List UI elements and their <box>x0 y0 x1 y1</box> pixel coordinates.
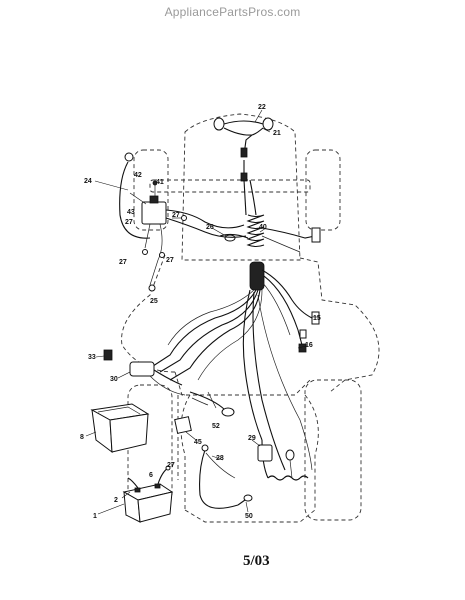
callout-16: 16 <box>305 342 313 349</box>
starter-cables <box>199 444 253 509</box>
ignition-switch-group <box>119 152 247 292</box>
callout-40: 40 <box>259 224 267 231</box>
callout-50: 50 <box>245 513 253 520</box>
lower-harness-parts <box>174 391 235 434</box>
callout-21: 21 <box>273 130 281 137</box>
callout-2: 2 <box>114 497 118 504</box>
callout-15: 15 <box>313 315 321 322</box>
headlight-harness <box>213 117 274 182</box>
callout-27-a: 27 <box>125 219 133 226</box>
callout-45: 45 <box>194 439 202 446</box>
callout-33: 33 <box>88 354 96 361</box>
callout-25: 25 <box>150 298 158 305</box>
callout-42: 42 <box>134 172 142 179</box>
callout-27-e: 27 <box>167 462 175 469</box>
callout-52: 52 <box>212 423 220 430</box>
callout-28: 28 <box>216 455 224 462</box>
tractor-outline <box>121 113 380 523</box>
site-watermark: AppliancePartsPros.com <box>164 5 301 19</box>
callout-30: 30 <box>110 376 118 383</box>
callout-27-c: 27 <box>119 259 127 266</box>
revision-date: 5/03 <box>243 553 270 569</box>
main-harness-trunk <box>149 179 321 481</box>
left-components <box>103 349 186 396</box>
callout-27-b: 27 <box>172 212 180 219</box>
callout-27-d: 27 <box>166 257 174 264</box>
callout-24: 24 <box>84 178 92 185</box>
leader-lines <box>85 109 320 515</box>
callout-6: 6 <box>149 472 153 479</box>
callout-labels: 22 21 24 42 41 43 27 27 27 27 27 26 40 2… <box>80 104 321 520</box>
callout-1: 1 <box>93 513 97 520</box>
battery-tray <box>90 403 150 454</box>
battery <box>122 465 174 523</box>
callout-8: 8 <box>80 434 84 441</box>
callout-43: 43 <box>127 209 135 216</box>
callout-41: 41 <box>156 179 164 186</box>
callout-29: 29 <box>248 435 256 442</box>
callout-26: 26 <box>206 224 214 231</box>
callout-22: 22 <box>258 104 266 111</box>
